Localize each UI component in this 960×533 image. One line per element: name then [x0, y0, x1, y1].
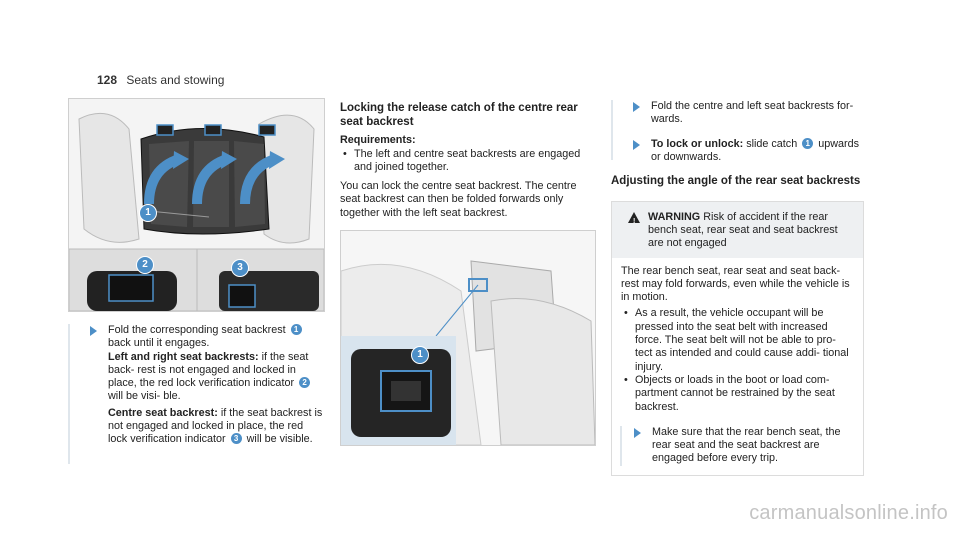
- release-catch-illustration: [341, 230, 595, 445]
- section-heading-adjust-angle: Adjusting the angle of the rear seat bac…: [611, 175, 861, 188]
- column-3: Fold the centre and left seat backrests …: [611, 100, 864, 476]
- number-badge-icon: 2: [299, 377, 311, 389]
- warning-label: WARNING: [648, 210, 701, 223]
- indent-bar: [611, 100, 613, 160]
- warning-box: ! WARNING Risk of accident if the rear b…: [611, 200, 864, 476]
- column-2: Locking the release catch of the centre …: [340, 102, 596, 446]
- section-title: Seats and stowing: [126, 73, 225, 87]
- warning-body: The rear bench seat, rear seat and seat …: [612, 258, 863, 475]
- left-right-backrests-note: Left and right seat backrests: if the se…: [108, 350, 311, 403]
- centre-backrest-note: Centre seat backrest: if the seat backre…: [108, 406, 323, 446]
- step-fold-centre-left: Fold the centre and left seat backrests …: [611, 100, 864, 127]
- step-fold-backrest: Fold the corresponding seat backrest 1 b…: [68, 324, 324, 351]
- number-badge-icon: 1: [802, 137, 814, 149]
- release-catch-figure: 1: [340, 229, 596, 446]
- col1-steps: Fold the corresponding seat backrest 1 b…: [68, 324, 324, 464]
- step-arrow-icon: [633, 139, 640, 150]
- rear-seat-illustration: [69, 99, 324, 311]
- page-number: 128: [97, 73, 118, 87]
- col3-steps: Fold the centre and left seat backrests …: [611, 100, 864, 164]
- section-heading-lock-catch: Locking the release catch of the centre …: [340, 102, 578, 128]
- step-arrow-icon: [90, 326, 97, 336]
- step-make-sure-engaged: Make sure that the rear bench seat, the …: [612, 426, 855, 466]
- watermark: carmanualsonline.info: [749, 502, 948, 524]
- warning-bullet: Objects or loads in the boot or load com…: [621, 374, 855, 414]
- warning-bullet: As a result, the vehicle occupant will b…: [621, 307, 855, 373]
- warning-title: Risk of accident if the rear bench seat,…: [648, 210, 838, 250]
- figure-callout-3: 3: [231, 259, 249, 277]
- warning-text: The rear bench seat, rear seat and seat …: [621, 264, 850, 304]
- page-header: 128 Seats and stowing: [97, 73, 224, 87]
- requirements-label: Requirements:: [340, 134, 416, 146]
- step-lock-unlock: To lock or unlock: slide catch 1 upwards…: [611, 137, 864, 165]
- indent-bar: [620, 425, 622, 466]
- number-badge-icon: 1: [290, 324, 302, 335]
- column-1: 1 2 3 Fold the corresponding seat backre…: [68, 98, 325, 464]
- figure-callout-2: 2: [136, 256, 154, 274]
- indent-bar: [68, 324, 70, 464]
- step-arrow-icon: [634, 427, 641, 438]
- paragraph: You can lock the centre seat backrest. T…: [340, 180, 577, 219]
- requirement-item: The left and centre seat backrests are e…: [340, 148, 596, 175]
- step-arrow-icon: [633, 102, 640, 112]
- rear-seat-figure: 1 2 3: [68, 98, 325, 312]
- figure-callout-1: 1: [139, 204, 157, 222]
- number-badge-icon: 3: [230, 433, 242, 445]
- warning-triangle-icon: !: [628, 211, 640, 225]
- figure-callout-1: 1: [411, 345, 429, 364]
- warning-header: ! WARNING Risk of accident if the rear b…: [612, 201, 863, 258]
